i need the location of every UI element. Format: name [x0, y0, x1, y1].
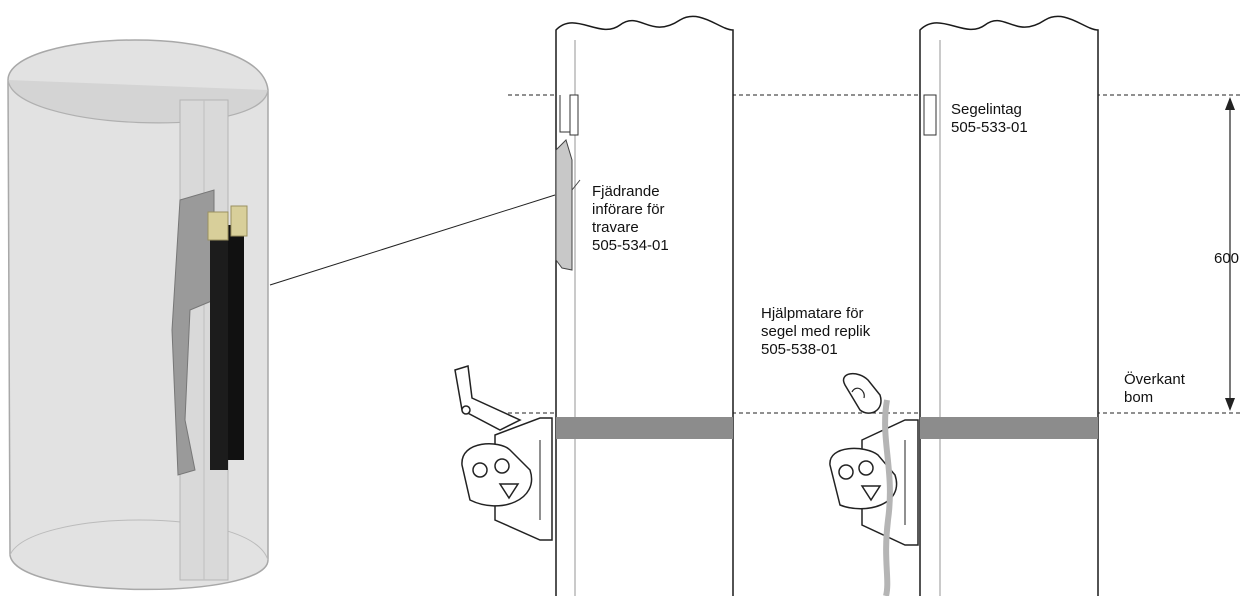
- gooseneck-left: [454, 365, 553, 541]
- gooseneck-right: [829, 419, 919, 546]
- mast-right: [919, 15, 1099, 596]
- label-spring-inserter: Fjädrande införare för travare 505-534-0…: [592, 183, 669, 254]
- label-dimension: 600: [1214, 250, 1240, 267]
- sail-feeder: [842, 373, 893, 596]
- label-feeder: Hjälpmatare för segel med replik 505-538…: [761, 305, 871, 358]
- label-boom-top: Överkant bom: [1124, 371, 1185, 406]
- transparent-mast-illustration: [7, 39, 269, 591]
- sail-inlet: [923, 94, 937, 136]
- dimension-arrow: [1225, 97, 1235, 411]
- mast-left: [555, 15, 734, 596]
- label-sail-inlet: Segelintag 505-533-01: [951, 101, 1028, 136]
- leader-line: [269, 194, 556, 286]
- spring-inserter: [555, 139, 573, 271]
